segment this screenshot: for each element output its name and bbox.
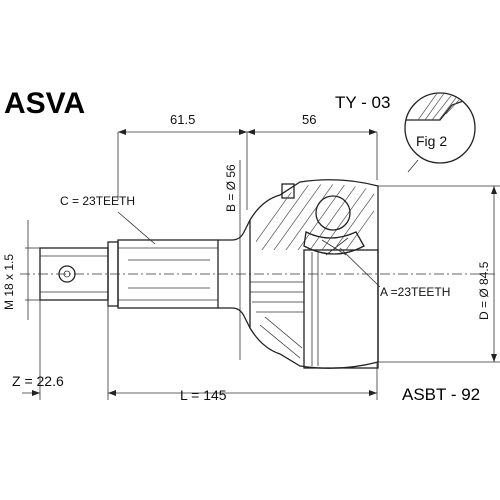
dim-m: M 18 x 1.5 xyxy=(2,254,16,310)
dim-l: L = 145 xyxy=(180,387,227,403)
dim-c-group: C = 23TEETH xyxy=(60,194,156,245)
dim-z: Z = 22.6 xyxy=(12,373,64,389)
dim-b-group: B = Ø 56 xyxy=(224,160,241,360)
dim-d-group: D = Ø 84.5 xyxy=(378,185,500,363)
dim-d: D = Ø 84.5 xyxy=(477,261,491,320)
dim-56: 56 xyxy=(302,112,316,127)
fig2-label: Fig 2 xyxy=(416,133,447,149)
dim-61-5: 61.5 xyxy=(170,112,195,127)
dim-b: B = Ø 56 xyxy=(224,164,238,212)
outer-race xyxy=(249,179,379,369)
fig2-detail: Fig 2 xyxy=(404,92,476,173)
part-code: TY - 03 xyxy=(335,93,390,112)
reference-code: ASBT - 92 xyxy=(402,385,480,404)
brand-title: ASVA xyxy=(4,87,85,120)
dim-a-group: A =23TEETH xyxy=(339,247,450,299)
dim-c: C = 23TEETH xyxy=(60,194,135,208)
shaft xyxy=(20,219,495,329)
bottom-dimensions: Z = 22.6 L = 145 xyxy=(12,300,378,403)
top-dimensions: 61.5 56 xyxy=(117,112,378,210)
dim-a: A =23TEETH xyxy=(380,285,450,299)
dim-m-group: M 18 x 1.5 xyxy=(2,220,40,320)
